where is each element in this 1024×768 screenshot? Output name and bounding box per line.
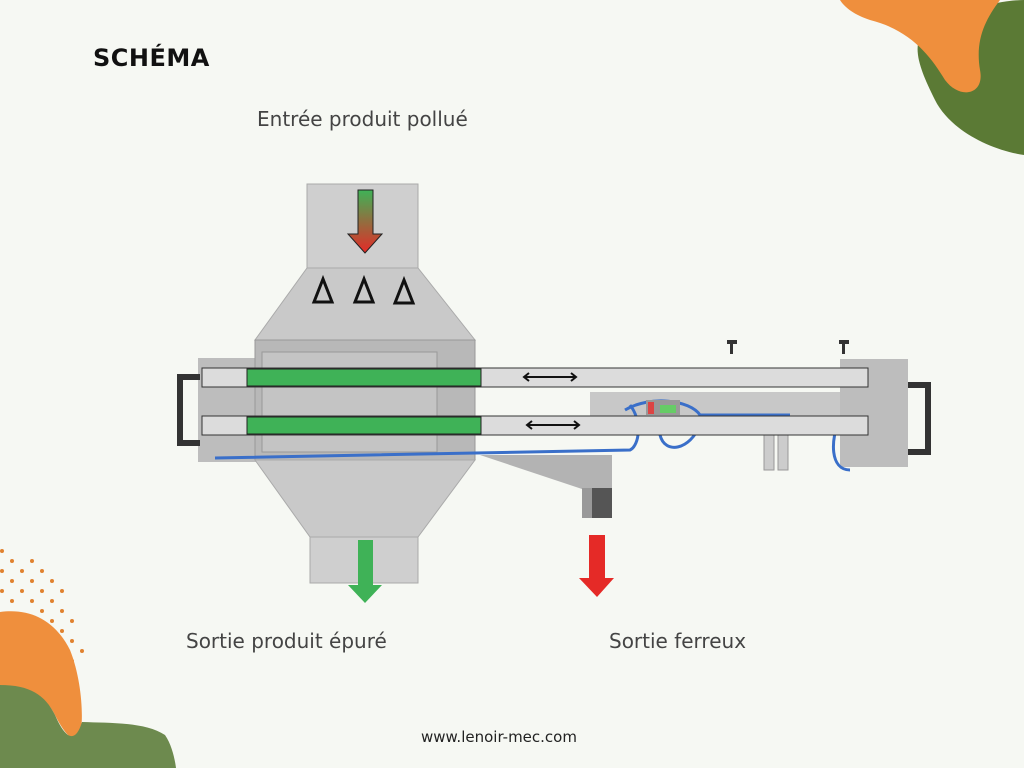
- ferrous-chute: [480, 455, 612, 490]
- decor-blob-orange-bottom-left: [0, 611, 82, 739]
- double-arrow-icon: [522, 372, 581, 430]
- outlet-hopper: [254, 459, 476, 538]
- clean-outlet-label: Sortie produit épuré: [186, 629, 387, 653]
- magnet-green-bottom: [246, 416, 482, 435]
- right-handle: [908, 382, 931, 455]
- inlet-label: Entrée produit pollué: [257, 107, 468, 131]
- decor-blob-orange-top-right: [840, 0, 1000, 93]
- inlet-arrow-icon: [346, 189, 384, 254]
- clean-outlet-arrow-icon: [348, 540, 382, 603]
- page-title: SCHÉMA: [93, 44, 210, 72]
- decor-blob-green-bottom-left: [0, 685, 176, 768]
- ferrous-outlet-label: Sortie ferreux: [609, 629, 747, 653]
- knob-icon: [727, 340, 849, 354]
- ferrous-outlet-arrow-icon: [579, 535, 614, 597]
- decor-dots: [0, 549, 84, 663]
- footer-url: www.lenoir-mec.com: [421, 728, 577, 746]
- magnet-field-triangle-icon: [311, 274, 416, 305]
- magnet-green-top: [246, 368, 482, 387]
- left-handle: [177, 374, 200, 446]
- separator-machine: [177, 183, 931, 584]
- air-filter: [763, 431, 775, 471]
